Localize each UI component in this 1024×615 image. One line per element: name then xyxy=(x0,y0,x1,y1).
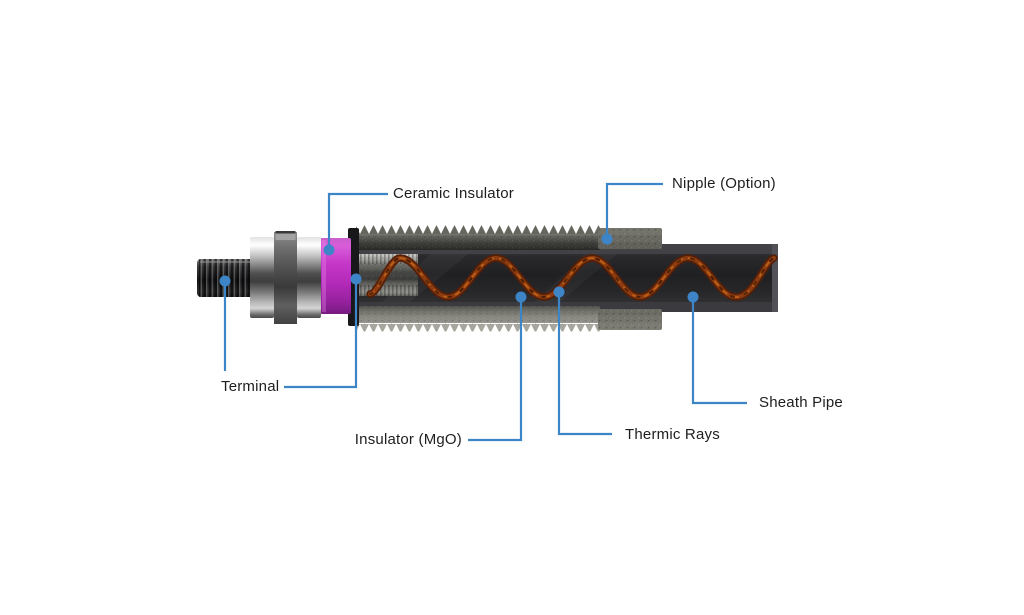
nut-center-collar xyxy=(274,232,297,324)
nut-collar-cap xyxy=(275,231,296,240)
insulator-mgo-label: Insulator (MgO) xyxy=(354,431,462,448)
hex-nut-right xyxy=(297,237,321,318)
marker-dot-nipple xyxy=(601,233,613,245)
marker-dot-thermic-rays xyxy=(553,286,565,298)
marker-dot-insulator-mgo xyxy=(515,291,527,303)
leader-nipple xyxy=(605,182,663,239)
thermic-rays-label: Thermic Rays xyxy=(625,426,720,443)
leader-sheath-pipe xyxy=(691,297,747,405)
threaded-nipple xyxy=(352,225,662,332)
leader-thermic-rays xyxy=(557,292,612,436)
leader-terminal-pin xyxy=(284,279,358,389)
nipple-label: Nipple (Option) xyxy=(672,175,776,192)
leader-insulator-mgo xyxy=(468,297,523,442)
marker-dots xyxy=(219,233,699,303)
marker-dot-ceramic-insulator xyxy=(323,244,335,256)
leader-ceramic-insulator xyxy=(327,192,388,250)
terminal-label: Terminal xyxy=(221,378,280,395)
leader-lines xyxy=(223,182,747,442)
heating-coil xyxy=(366,254,778,301)
sheath-pipe-label: Sheath Pipe xyxy=(759,394,843,411)
nipple-threads-top xyxy=(356,225,600,235)
ceramic-insulator-label: Ceramic Insulator xyxy=(393,185,514,202)
hex-nut-left xyxy=(250,237,274,318)
marker-dot-terminal-pin xyxy=(350,273,362,285)
hex-nut-assembly xyxy=(250,231,321,324)
nipple-collar xyxy=(598,228,662,330)
marker-dot-sheath-pipe xyxy=(687,291,699,303)
sheath-end-cap xyxy=(772,244,778,312)
ceramic-insulator xyxy=(320,238,351,314)
nipple-threads-bottom xyxy=(356,322,600,332)
marker-dot-terminal-rod xyxy=(219,275,231,287)
